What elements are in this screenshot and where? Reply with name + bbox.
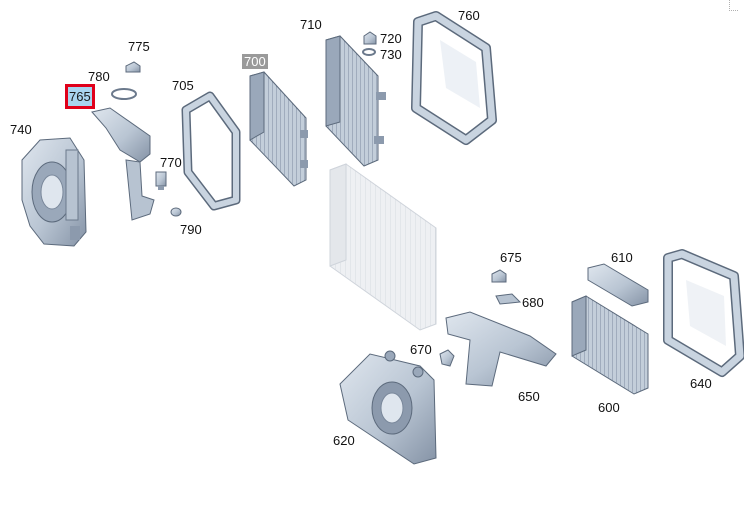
label-760[interactable]: 760 bbox=[458, 8, 480, 23]
part-730-seal[interactable] bbox=[362, 48, 376, 56]
part-675-cap[interactable] bbox=[491, 269, 507, 283]
part-780-seal[interactable] bbox=[111, 88, 137, 100]
part-790-plug[interactable] bbox=[170, 207, 182, 217]
label-770[interactable]: 770 bbox=[160, 155, 182, 170]
label-775[interactable]: 775 bbox=[128, 39, 150, 54]
label-650[interactable]: 650 bbox=[518, 389, 540, 404]
part-775-cap[interactable] bbox=[125, 61, 141, 73]
label-640[interactable]: 640 bbox=[690, 376, 712, 391]
part-720-cap[interactable] bbox=[363, 31, 377, 45]
part-710-radiator[interactable] bbox=[325, 35, 386, 167]
part-620-shroud[interactable] bbox=[339, 350, 437, 465]
label-765[interactable]: 765 bbox=[65, 84, 95, 109]
label-675[interactable]: 675 bbox=[500, 250, 522, 265]
part-650-bracket[interactable] bbox=[445, 311, 557, 387]
label-710[interactable]: 710 bbox=[300, 17, 322, 32]
label-680[interactable]: 680 bbox=[522, 295, 544, 310]
ghost-condenser bbox=[329, 163, 437, 331]
label-720[interactable]: 720 bbox=[380, 31, 402, 46]
part-640-shroud[interactable] bbox=[663, 249, 744, 377]
corner-marker bbox=[729, 0, 738, 11]
part-765-bracket[interactable] bbox=[91, 107, 155, 221]
part-700-radiator[interactable] bbox=[249, 71, 308, 187]
part-610-trim[interactable] bbox=[587, 263, 649, 307]
part-740-fan-shroud[interactable] bbox=[21, 137, 87, 247]
label-670[interactable]: 670 bbox=[410, 342, 432, 357]
part-760-shroud[interactable] bbox=[411, 11, 497, 145]
label-610[interactable]: 610 bbox=[611, 250, 633, 265]
part-705-frame[interactable] bbox=[181, 91, 241, 211]
part-600-radiator[interactable] bbox=[571, 295, 649, 395]
label-620[interactable]: 620 bbox=[333, 433, 355, 448]
part-670-fitting[interactable] bbox=[439, 349, 455, 367]
label-740[interactable]: 740 bbox=[10, 122, 32, 137]
part-770-fitting[interactable] bbox=[155, 171, 167, 190]
label-730[interactable]: 730 bbox=[380, 47, 402, 62]
label-790[interactable]: 790 bbox=[180, 222, 202, 237]
part-680-seal[interactable] bbox=[495, 293, 522, 305]
label-700[interactable]: 700 bbox=[242, 54, 268, 69]
label-600[interactable]: 600 bbox=[598, 400, 620, 415]
label-705[interactable]: 705 bbox=[172, 78, 194, 93]
label-780[interactable]: 780 bbox=[88, 69, 110, 84]
